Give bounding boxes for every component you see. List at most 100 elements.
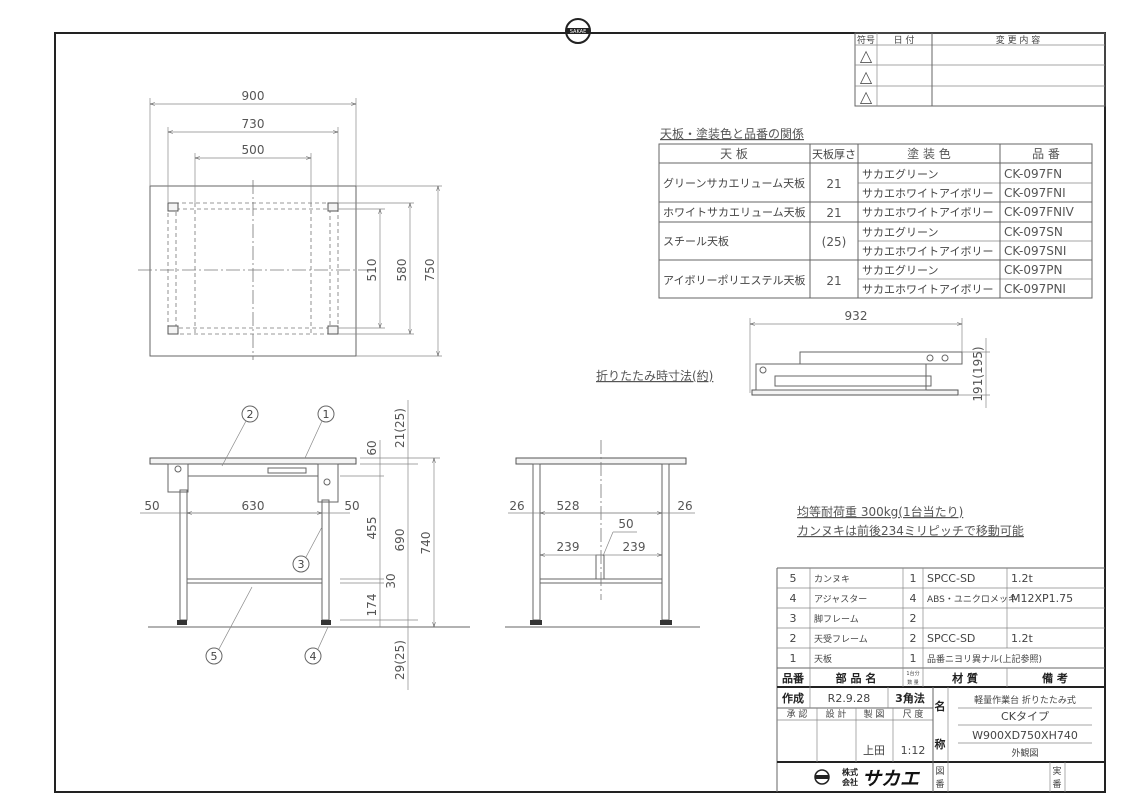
dim-folded-height: 191(195) bbox=[971, 346, 985, 401]
parts-row: 4 アジャスター 4 ABS・ユニクロメッキ M12XP1.75 bbox=[790, 592, 1074, 605]
spec-header-color: 塗 装 色 bbox=[907, 146, 951, 161]
parts-row: 2 天受フレーム 2 SPCC-SD 1.2t bbox=[790, 632, 1034, 645]
name-label: 称 bbox=[935, 737, 946, 751]
spec-code: CK-097FN bbox=[1004, 167, 1062, 181]
drafter-name: 上田 bbox=[863, 744, 885, 757]
dim-front-174: 174 bbox=[365, 594, 379, 617]
spec-code: CK-097SN bbox=[1004, 225, 1063, 239]
dim-side-span: 528 bbox=[557, 499, 580, 513]
revision-header-date: 日 付 bbox=[894, 35, 915, 46]
parts-row: 3 脚フレーム 2 bbox=[790, 612, 917, 625]
company-prefix: 会社 bbox=[842, 777, 858, 787]
spec-code: CK-097FNI bbox=[1004, 186, 1066, 200]
drawing-no-label: 番 bbox=[935, 778, 944, 790]
dim-900: 900 bbox=[242, 89, 265, 103]
svg-text:SPCC-SD: SPCC-SD bbox=[927, 632, 975, 645]
spec-color: サカエホワイトアイボリー bbox=[862, 283, 993, 296]
parts-header-qty2: 数 量 bbox=[907, 679, 919, 686]
sheet-label: 実 bbox=[1052, 765, 1061, 777]
revision-header-mark: 符号 bbox=[857, 34, 875, 46]
dim-front-span: 630 bbox=[242, 499, 265, 513]
sheet-label: 番 bbox=[1052, 778, 1061, 790]
dim-front-60: 60 bbox=[365, 440, 379, 455]
svg-text:5: 5 bbox=[790, 572, 797, 585]
svg-text:脚フレーム: 脚フレーム bbox=[814, 614, 859, 625]
svg-text:3: 3 bbox=[298, 558, 305, 571]
scale-value: 1:12 bbox=[901, 744, 926, 757]
spec-code: CK-097PNI bbox=[1004, 282, 1066, 296]
load-note: 均等耐荷重 300kg(1台当たり) bbox=[797, 504, 963, 519]
approval-label: 承 認 bbox=[787, 708, 808, 720]
name-label: 名 bbox=[935, 699, 946, 713]
spec-top: スチール天板 bbox=[663, 234, 729, 248]
callout-2: 2 bbox=[221, 405, 259, 467]
parts-list: 5 カンヌキ 1 SPCC-SD 1.2t 4 アジャスター 4 ABS・ユニク… bbox=[776, 567, 1105, 792]
spec-top: アイボリーポリエステル天板 bbox=[663, 273, 805, 287]
dim-side-239-left: 239 bbox=[557, 540, 580, 554]
svg-text:2: 2 bbox=[790, 632, 797, 645]
spec-color: サカエグリーン bbox=[862, 263, 938, 277]
svg-text:SPCC-SD: SPCC-SD bbox=[927, 572, 975, 585]
svg-text:1.2t: 1.2t bbox=[1011, 632, 1033, 645]
company-prefix: 株式 bbox=[842, 767, 858, 777]
revision-header-content: 変 更 内 容 bbox=[996, 34, 1041, 46]
svg-text:4: 4 bbox=[910, 592, 917, 605]
dim-750: 750 bbox=[423, 259, 437, 282]
product-type: CKタイプ bbox=[1001, 710, 1049, 723]
spec-table-title: 天板・塗装色と品番の関係 bbox=[660, 126, 804, 141]
spec-header-code: 品 番 bbox=[1032, 147, 1060, 161]
svg-text:SAKAE: SAKAE bbox=[570, 29, 586, 35]
spec-code: CK-097FNIV bbox=[1004, 205, 1075, 219]
dim-front-29: 29(25) bbox=[393, 640, 407, 680]
revision-mark: △ bbox=[860, 87, 873, 106]
spec-thickness: 21 bbox=[826, 206, 841, 220]
svg-text:天板: 天板 bbox=[814, 653, 832, 665]
created-label: 作成 bbox=[782, 691, 804, 705]
scale-label: 尺 度 bbox=[903, 708, 924, 720]
svg-text:4: 4 bbox=[310, 650, 317, 663]
drafting-label: 製 図 bbox=[864, 708, 885, 720]
side-view: 26 528 26 50 239 239 bbox=[505, 440, 700, 628]
spec-color: サカエホワイトアイボリー bbox=[862, 206, 993, 219]
svg-text:品番ニヨリ異ナル(上記参照): 品番ニヨリ異ナル(上記参照) bbox=[927, 653, 1042, 665]
dim-side-right: 26 bbox=[677, 499, 692, 513]
dim-front-right: 50 bbox=[344, 499, 359, 513]
svg-text:1: 1 bbox=[323, 408, 330, 421]
folded-label: 折りたたみ時寸法(約) bbox=[596, 368, 713, 383]
svg-text:5: 5 bbox=[211, 650, 218, 663]
parts-row: 1 天板 1 品番ニヨリ異ナル(上記参照) bbox=[790, 652, 1043, 665]
spec-color: サカエホワイトアイボリー bbox=[862, 187, 993, 200]
spec-top: グリーンサカエリューム天板 bbox=[663, 176, 805, 190]
sakae-logo: SAKAE bbox=[565, 18, 591, 44]
svg-text:M12XP1.75: M12XP1.75 bbox=[1011, 592, 1073, 605]
svg-text:4: 4 bbox=[790, 592, 797, 605]
dim-500: 500 bbox=[242, 143, 265, 157]
svg-text:1: 1 bbox=[790, 652, 797, 665]
callout-4: 4 bbox=[304, 626, 329, 665]
dim-front-left: 50 bbox=[144, 499, 159, 513]
parts-row: 5 カンヌキ 1 SPCC-SD 1.2t bbox=[790, 572, 1034, 585]
spec-thickness: (25) bbox=[822, 235, 847, 249]
dim-front-21: 21(25) bbox=[393, 408, 407, 448]
top-view: 900 730 500 510 580 750 bbox=[138, 89, 442, 360]
dim-folded-width: 932 bbox=[845, 309, 868, 323]
spec-color: サカエグリーン bbox=[862, 167, 938, 181]
dim-side-239-right: 239 bbox=[623, 540, 646, 554]
svg-text:1: 1 bbox=[910, 572, 917, 585]
company-name: サカエ bbox=[862, 768, 921, 790]
spec-color: サカエグリーン bbox=[862, 225, 938, 239]
parts-header-qty1: 1台分 bbox=[906, 670, 919, 677]
svg-text:ABS・ユニクロメッキ: ABS・ユニクロメッキ bbox=[927, 594, 1017, 605]
spec-color: サカエホワイトアイボリー bbox=[862, 245, 993, 258]
front-view: 1 2 3 4 5 50 630 50 60 455 30 174 21(25)… bbox=[140, 400, 470, 690]
svg-text:1: 1 bbox=[910, 652, 917, 665]
spec-code: CK-097PN bbox=[1004, 263, 1062, 277]
folded-view: 折りたたみ時寸法(約) 932 191(195) bbox=[596, 309, 990, 408]
dim-side-left: 26 bbox=[509, 499, 524, 513]
revision-mark: △ bbox=[860, 46, 873, 65]
revision-table: 符号 日 付 変 更 内 容 △ △ △ bbox=[854, 32, 1106, 107]
spec-table: 天板・塗装色と品番の関係 天 板 天板厚さ 塗 装 色 品 番 グリーンサカエリ… bbox=[658, 126, 1093, 299]
spec-top: ホワイトサカエリューム天板 bbox=[663, 205, 806, 219]
drawing-type: 外観図 bbox=[1011, 747, 1038, 759]
